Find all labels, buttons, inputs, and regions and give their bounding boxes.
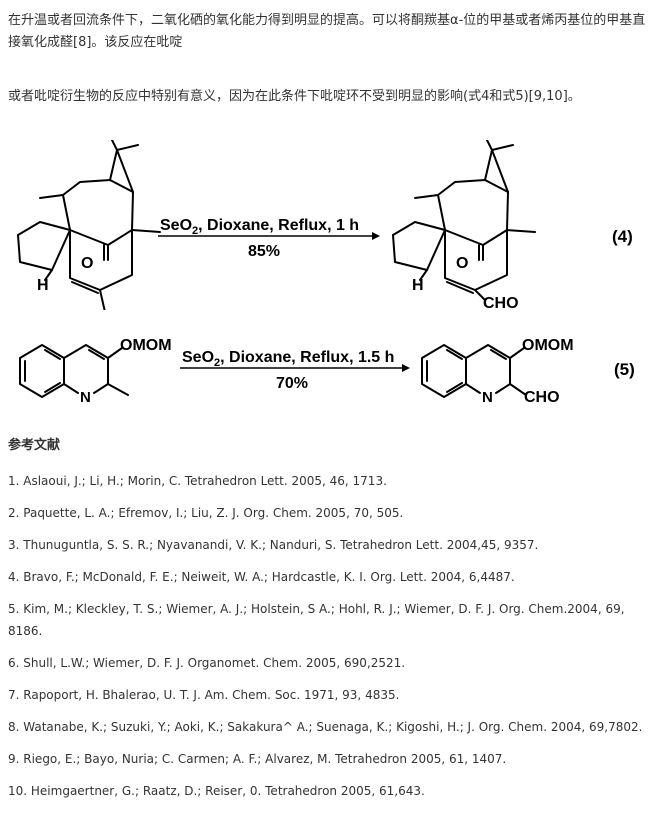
omom-right: OMOM [522, 337, 574, 354]
reference-item: 5. Kim, M.; Kleckley, T. S.; Wiemer, A. … [8, 602, 625, 638]
nitrogen-right: N [482, 389, 493, 406]
nitrogen-left: N [80, 389, 91, 406]
reaction-4-scheme: O H SeO2, Dioxane, Reflux, 1 h 85% O H C… [17, 140, 633, 310]
reference-item: 8. Watanabe, K.; Suzuki, Y.; Aoki, K.; S… [8, 720, 643, 734]
aldehyde-group-5: CHO [524, 389, 560, 406]
references-heading: 参考文献 [8, 438, 61, 453]
reaction-5-scheme: N OMOM SeO2, Dioxane, Reflux, 1.5 h 70% … [19, 337, 635, 406]
reactant-4-structure [17, 140, 161, 310]
aldehyde-group-4: CHO [483, 295, 519, 310]
reaction-4-arrow [158, 232, 380, 240]
intro-paragraph: 在升温或者回流条件下，二氧化硒的氧化能力得到明显的提高。可以将酮羰基α-位的甲基… [8, 13, 646, 50]
reactant-5-structure [19, 344, 129, 398]
reference-item: 10. Heimgaertner, G.; Raatz, D.; Reiser,… [8, 784, 425, 798]
product-4-structure [392, 140, 536, 301]
hydrogen-label-right: H [412, 277, 424, 294]
equation-number-5: (5) [614, 360, 635, 379]
reaction-4-conditions: SeO2, Dioxane, Reflux, 1 h [160, 217, 359, 237]
reaction-4-yield: 85% [248, 243, 280, 260]
reference-item: 6. Shull, L.W.; Wiemer, D. F. J. Organom… [8, 656, 406, 670]
second-paragraph: 或者吡啶衍生物的反应中特别有意义，因为在此条件下吡啶环不受到明显的影响(式4和式… [8, 89, 581, 104]
reference-item: 7. Rapoport, H. Bhalerao, U. T. J. Am. C… [8, 688, 400, 702]
reference-item: 3. Thunuguntla, S. S. R.; Nyavanandi, V.… [8, 538, 539, 552]
reference-item: 2. Paquette, L. A.; Efremov, I.; Liu, Z.… [8, 506, 404, 520]
omom-left: OMOM [120, 337, 172, 354]
reaction-5-arrow [180, 364, 410, 372]
product-5-structure [421, 344, 527, 398]
reaction-5-yield: 70% [276, 375, 308, 392]
ketone-oxygen-left: O [81, 255, 93, 272]
hydrogen-label-left: H [37, 277, 49, 294]
reaction-5-conditions: SeO2, Dioxane, Reflux, 1.5 h [182, 349, 394, 369]
ketone-oxygen-right: O [456, 255, 468, 272]
reference-item: 4. Bravo, F.; McDonald, F. E.; Neiweit, … [8, 570, 515, 584]
reference-item: 1. Aslaoui, J.; Li, H.; Morin, C. Tetrah… [8, 474, 387, 488]
equation-number-4: (4) [612, 227, 633, 246]
reference-item: 9. Riego, E.; Bayo, Nuria; C. Carmen; A.… [8, 752, 507, 766]
references-list: 1. Aslaoui, J.; Li, H.; Morin, C. Tetrah… [8, 470, 653, 812]
